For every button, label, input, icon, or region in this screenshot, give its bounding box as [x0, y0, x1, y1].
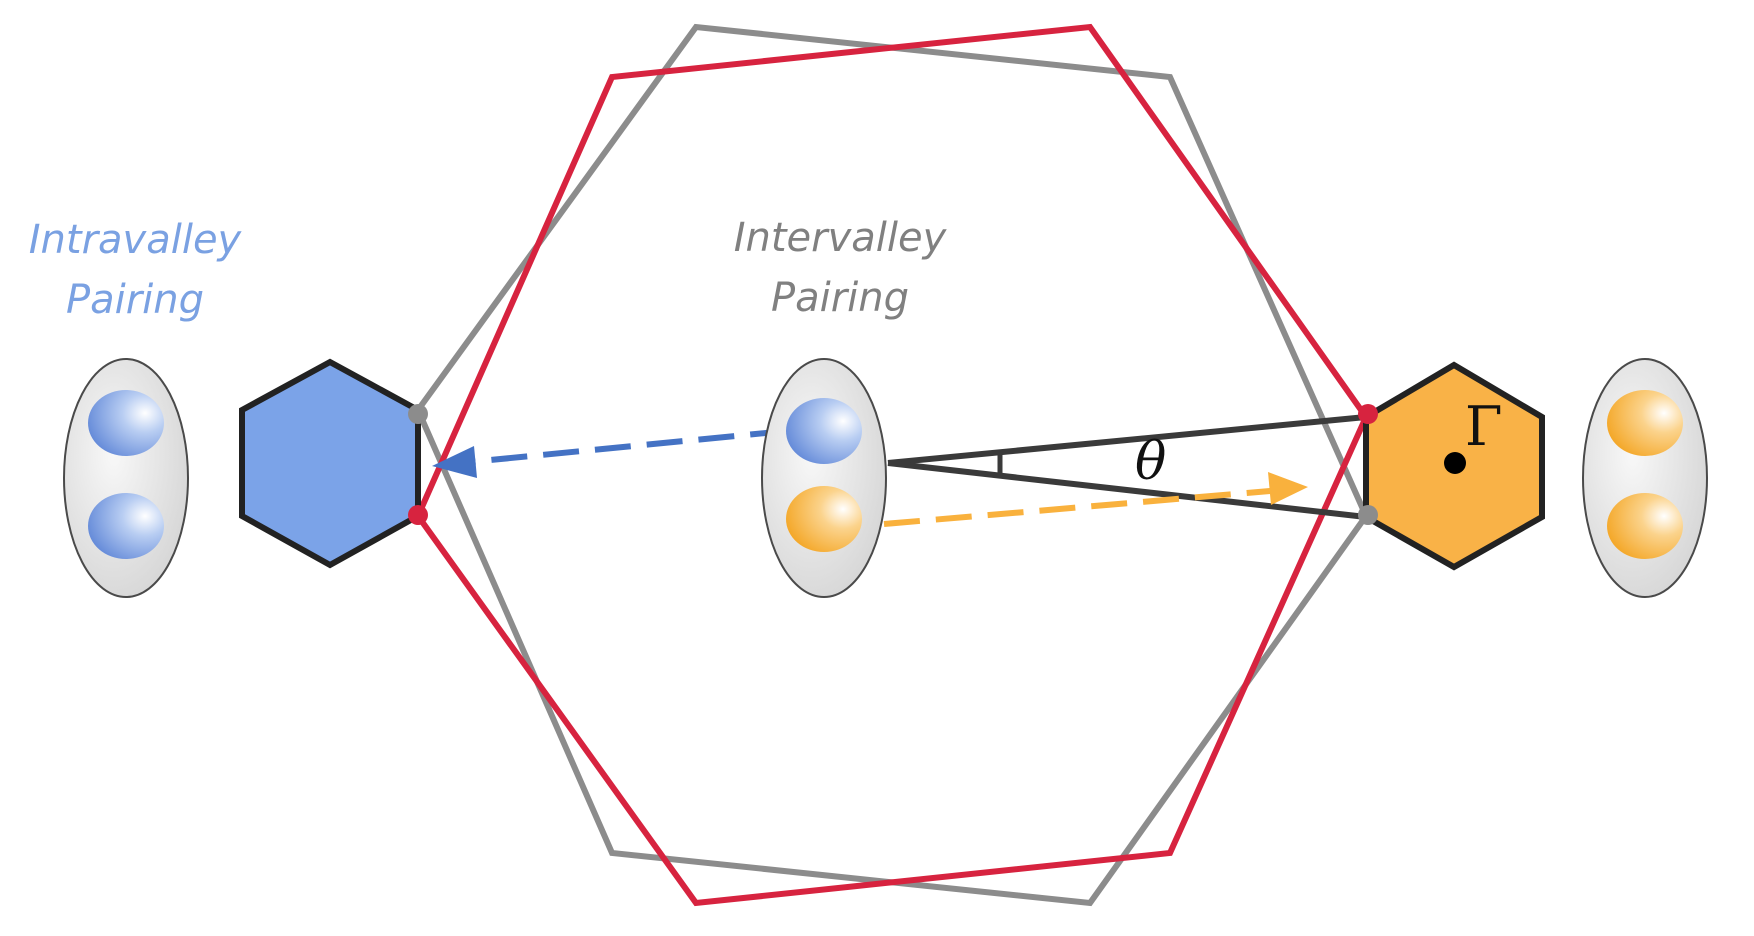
intravalley-pair-orange — [1582, 358, 1708, 598]
pair-shell — [761, 358, 887, 598]
corner-dot-gray-right — [1358, 505, 1378, 525]
blue-electron-blob-icon — [786, 398, 862, 464]
intravalley-label-line1: Intravalley — [28, 217, 242, 263]
intravalley-pair — [63, 358, 189, 598]
intravalley-label-line2: Pairing — [65, 277, 205, 323]
angle-line-lower — [887, 460, 1367, 520]
orange-electron-blob-icon — [1607, 493, 1683, 559]
blue-electron-blob-icon — [88, 493, 164, 559]
blue-electron-blob-icon — [88, 390, 164, 456]
orange-electron-blob-icon — [786, 486, 862, 552]
corner-dot-gray-left — [408, 404, 428, 424]
orange-electron-blob-icon — [1607, 390, 1683, 456]
intervalley-label-line2: Pairing — [770, 275, 910, 321]
intervalley-pair — [761, 358, 887, 598]
intervalley-pairing-label: Intervalley Pairing — [700, 208, 980, 328]
corner-dot-red-right — [1358, 404, 1378, 424]
orange-arrow-shaft — [883, 488, 1271, 527]
corner-dot-red-left — [408, 505, 428, 525]
intervalley-label-line1: Intervalley — [733, 215, 947, 261]
intravalley-pairing-label: Intravalley Pairing — [10, 210, 260, 330]
gamma-point-label: Γ — [1465, 395, 1503, 458]
blue-arrow-shaft — [469, 428, 787, 465]
theta-angle-label: θ — [1135, 432, 1167, 492]
blue-valley-hexagon — [239, 358, 421, 569]
orange-arrowhead — [1268, 472, 1308, 505]
blue-arrowhead — [432, 446, 477, 478]
angle-line-upper — [887, 414, 1367, 466]
gamma-point — [1444, 452, 1466, 474]
